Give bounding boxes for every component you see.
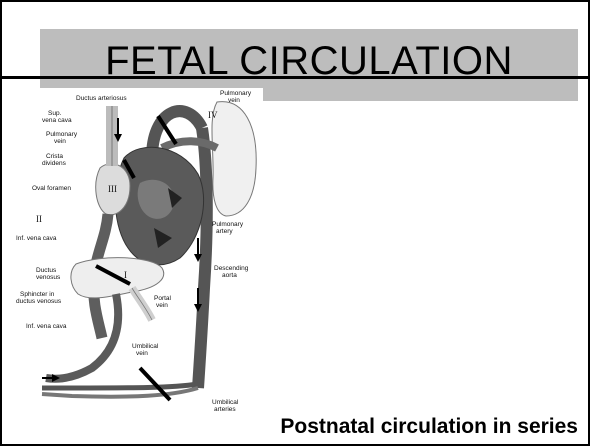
label-pulmonary-artery-2: artery [216, 228, 233, 235]
label-oval-foramen: Oval foramen [32, 185, 71, 192]
label-umbilical-vein-1: Umbilical [132, 343, 159, 350]
label-crista-dividens-2: dividens [42, 160, 67, 167]
label-sphincter-2: ductus venosus [16, 298, 62, 305]
label-crista-dividens-1: Crista [46, 153, 63, 160]
numeral-iii: III [108, 184, 117, 194]
label-pulmonary-vein-left-2: vein [54, 138, 66, 145]
label-umbilical-vein-2: vein [136, 350, 148, 357]
numeral-ii: II [36, 214, 42, 224]
numeral-iv: IV [208, 110, 218, 120]
label-pulmonary-vein-top-2: vein [228, 97, 240, 104]
label-umbilical-arteries-2: arteries [214, 406, 236, 413]
label-sup-vena-cava-2: vena cava [42, 117, 72, 124]
numeral-i: I [124, 270, 127, 280]
label-sphincter-1: Sphincter in [20, 291, 55, 298]
label-pulmonary-vein-top-1: Pulmonary [220, 90, 252, 97]
label-umbilical-arteries-1: Umbilical [212, 399, 239, 406]
label-ductus-venosus-1: Ductus [36, 267, 57, 274]
label-portal-vein-1: Portal [154, 295, 172, 302]
label-inf-vena-cava-upper: Inf. vena cava [16, 235, 57, 242]
umbilical-artery-1 [42, 384, 198, 388]
label-pulmonary-vein-left-1: Pulmonary [46, 131, 78, 138]
label-portal-vein-2: vein [156, 302, 168, 309]
label-inf-vena-cava-lower: Inf. vena cava [26, 323, 67, 330]
umbilical-vein [46, 294, 118, 379]
label-sup-vena-cava-1: Sup. [48, 110, 62, 117]
label-descending-aorta-2: aorta [222, 272, 237, 279]
pulmonary-vein-top [162, 141, 217, 148]
fetal-circulation-diagram: Ductus arteriosus Sup. vena cava Pulmona… [12, 88, 263, 418]
label-ductus-venosus-2: venosus [36, 274, 61, 281]
slide-caption: Postnatal circulation in series [280, 414, 578, 440]
title-underline [2, 76, 588, 79]
label-pulmonary-artery-1: Pulmonary [212, 221, 244, 228]
label-ductus-arteriosus: Ductus arteriosus [76, 95, 127, 102]
lung [212, 102, 256, 216]
label-descending-aorta-1: Descending [214, 265, 249, 272]
